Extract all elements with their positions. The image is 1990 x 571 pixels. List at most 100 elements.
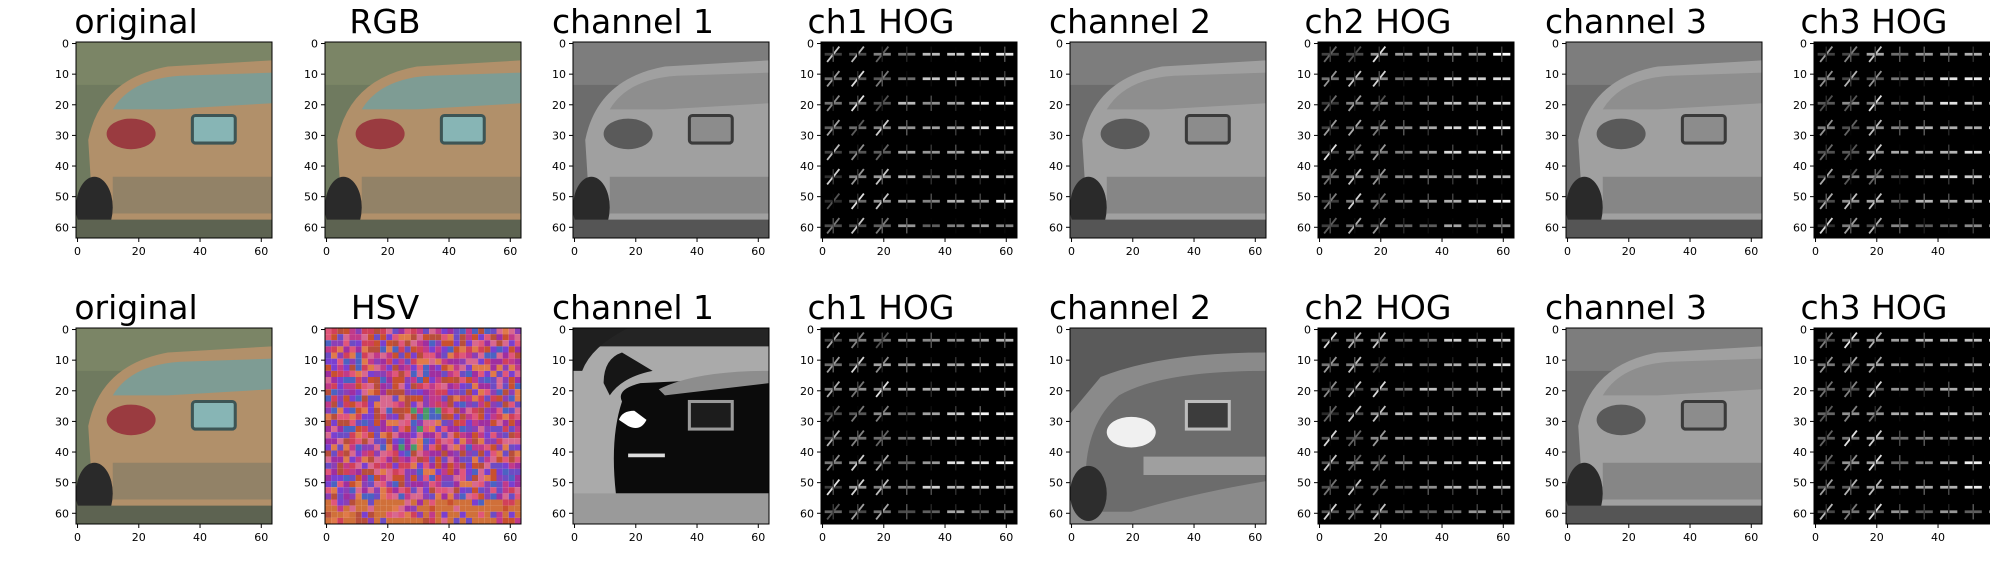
image-content [76, 328, 272, 524]
x-tick-label: 20 [1622, 531, 1636, 544]
y-tick-label: 60 [1545, 221, 1559, 234]
y-tick-label: 20 [1545, 99, 1559, 112]
x-tick-label: 40 [690, 245, 704, 258]
subplot-title: ch1 HOG [807, 2, 955, 41]
x-tick-label: 40 [1435, 245, 1449, 258]
x-tick-label: 60 [1496, 531, 1510, 544]
y-tick-label: 40 [1297, 446, 1311, 459]
y-tick-label: 60 [304, 221, 318, 234]
y-tick-label: 30 [1297, 129, 1311, 142]
x-tick-label: 0 [1068, 531, 1075, 544]
axes-frame [1069, 327, 1267, 525]
y-tick-label: 40 [1793, 160, 1807, 173]
y-tick-label: 40 [1793, 446, 1807, 459]
y-tick-label: 20 [1545, 385, 1559, 398]
image-content [1070, 328, 1266, 524]
y-tick-label: 30 [1297, 415, 1311, 428]
x-tick-label: 0 [571, 245, 578, 258]
y-tick-label: 40 [552, 446, 566, 459]
x-tick-label: 0 [819, 531, 826, 544]
y-tick-label: 60 [552, 221, 566, 234]
y-tick-label: 20 [304, 99, 318, 112]
y-tick-label: 10 [1545, 68, 1559, 81]
y-tick-label: 40 [1049, 446, 1063, 459]
x-tick-label: 40 [690, 531, 704, 544]
y-tick-label: 0 [311, 38, 318, 51]
y-tick-label: 20 [800, 99, 814, 112]
y-tick-label: 10 [1297, 354, 1311, 367]
y-tick-label: 0 [1800, 38, 1807, 51]
y-tick-label: 0 [807, 38, 814, 51]
y-tick-label: 0 [807, 324, 814, 337]
y-tick-label: 50 [552, 477, 566, 490]
x-tick-label: 20 [1126, 531, 1140, 544]
y-tick-label: 50 [1793, 477, 1807, 490]
axes-frame [1813, 41, 1990, 239]
y-tick-label: 0 [1552, 38, 1559, 51]
subplot-title: channel 2 [1048, 2, 1212, 41]
y-tick-label: 10 [55, 354, 69, 367]
y-tick-label: 20 [1297, 385, 1311, 398]
x-tick-label: 0 [74, 245, 81, 258]
y-tick-label: 40 [1049, 160, 1063, 173]
y-tick-label: 50 [55, 477, 69, 490]
y-tick-label: 30 [55, 415, 69, 428]
image-content [1814, 42, 1990, 238]
y-tick-label: 60 [1049, 507, 1063, 520]
x-tick-label: 0 [323, 531, 330, 544]
y-tick-label: 60 [304, 507, 318, 520]
y-tick-label: 50 [304, 477, 318, 490]
axes-frame [1317, 41, 1515, 239]
subplot-2-8: 02040600102030405060ch3 HOG [1776, 286, 1990, 571]
x-tick-label: 0 [1564, 245, 1571, 258]
x-tick-label: 20 [132, 531, 146, 544]
y-tick-label: 60 [1297, 507, 1311, 520]
x-tick-label: 20 [1622, 245, 1636, 258]
x-tick-label: 60 [1248, 531, 1262, 544]
y-tick-label: 60 [1297, 221, 1311, 234]
x-tick-label: 20 [1374, 245, 1388, 258]
y-tick-label: 40 [304, 160, 318, 173]
x-tick-label: 0 [1812, 531, 1819, 544]
x-tick-label: 60 [1496, 245, 1510, 258]
x-tick-label: 40 [938, 245, 952, 258]
y-tick-label: 50 [1545, 191, 1559, 204]
y-tick-label: 30 [552, 129, 566, 142]
y-tick-label: 50 [1545, 477, 1559, 490]
x-tick-label: 20 [877, 245, 891, 258]
y-tick-label: 10 [304, 68, 318, 81]
x-tick-label: 40 [1187, 245, 1201, 258]
y-tick-label: 30 [304, 129, 318, 142]
y-tick-label: 0 [311, 324, 318, 337]
image-content [1070, 42, 1266, 238]
y-tick-label: 30 [1793, 415, 1807, 428]
subplot-title: channel 1 [551, 2, 715, 41]
subplot-title: ch2 HOG [1304, 288, 1452, 327]
image-content [573, 42, 769, 238]
subplot-title: channel 3 [1544, 2, 1708, 41]
x-tick-label: 20 [1870, 245, 1884, 258]
subplot-title: channel 3 [1544, 288, 1708, 327]
axes-frame [1565, 41, 1763, 239]
y-tick-label: 60 [800, 221, 814, 234]
y-tick-label: 20 [552, 385, 566, 398]
image-content [821, 328, 1017, 524]
image-content [573, 328, 769, 524]
y-tick-label: 60 [55, 507, 69, 520]
x-tick-label: 20 [381, 245, 395, 258]
x-tick-label: 60 [254, 245, 268, 258]
x-tick-label: 20 [1870, 531, 1884, 544]
x-tick-label: 40 [1683, 531, 1697, 544]
